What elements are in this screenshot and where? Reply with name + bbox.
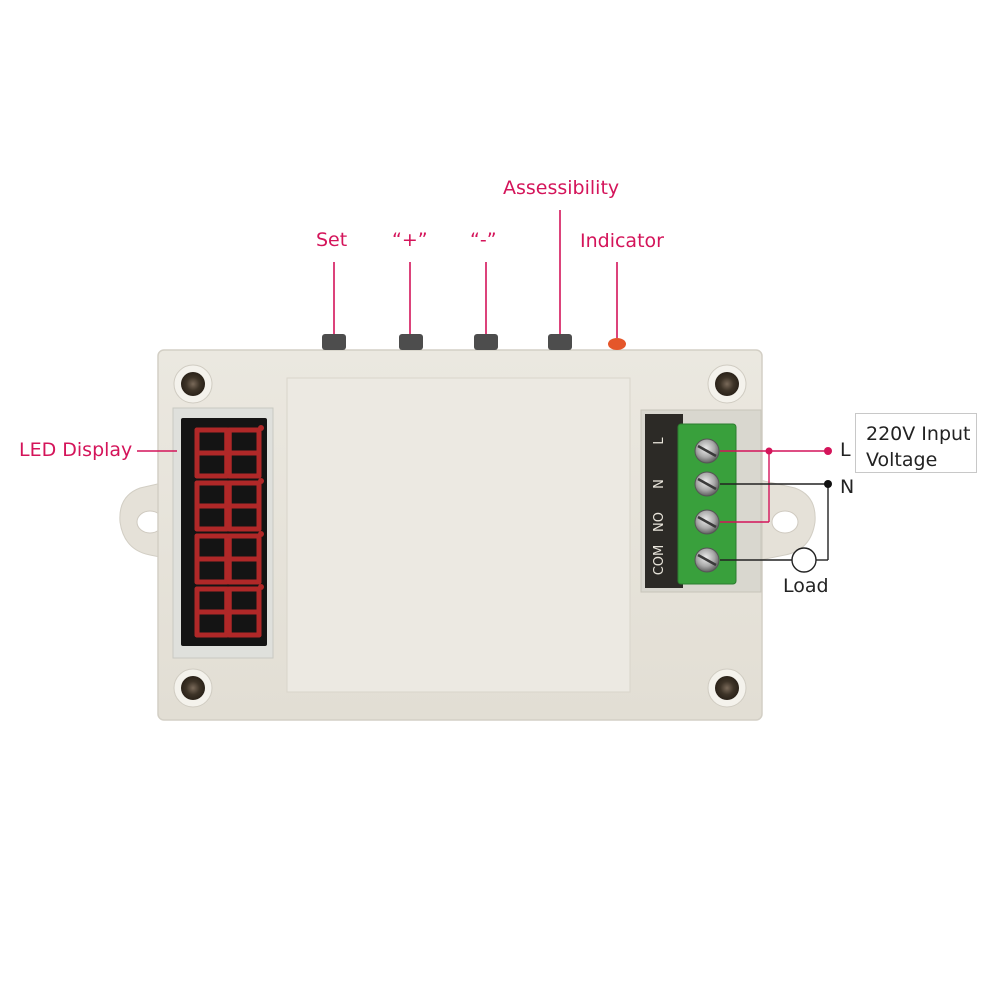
- terminal-marking: L: [652, 437, 667, 445]
- line-L-label: L: [840, 439, 851, 461]
- screw-slot: [697, 444, 717, 458]
- input-voltage-box: 220V Input Voltage: [855, 413, 977, 473]
- set-button[interactable]: [322, 334, 346, 350]
- led-decimal-point: [258, 584, 264, 590]
- terminal-recess: [645, 414, 683, 588]
- plus-label: “+”: [392, 229, 428, 251]
- indicator-led: [608, 338, 626, 350]
- indicator-label: Indicator: [580, 230, 664, 252]
- load-label: Load: [783, 575, 829, 597]
- led-display-label: LED Display: [19, 439, 133, 461]
- terminal-marking: COM: [652, 545, 667, 576]
- load-symbol: [791, 547, 817, 573]
- wiring: [720, 450, 829, 561]
- led-digit: [194, 478, 264, 532]
- line-N-node: [824, 480, 832, 488]
- screw-slot: [697, 515, 717, 529]
- callout-leaders: [137, 210, 618, 452]
- right-mounting-ear: [759, 479, 816, 561]
- screw-slot: [697, 553, 717, 567]
- led-decimal-point: [258, 478, 264, 484]
- input-voltage-line1: 220V Input: [866, 423, 971, 445]
- led-digit: [194, 531, 264, 585]
- terminal-block: [677, 423, 737, 585]
- terminal-screws: [694, 438, 720, 573]
- minus-button[interactable]: [474, 334, 498, 350]
- corner-screw-holes: [173, 364, 747, 708]
- minus-label: “-”: [470, 229, 497, 251]
- led-digits: [194, 425, 264, 638]
- input-voltage-line2: Voltage: [866, 449, 938, 471]
- led-decimal-point: [258, 425, 264, 431]
- led-digit: [194, 584, 264, 638]
- line-N-label: N: [840, 476, 855, 498]
- led-decimal-point: [258, 531, 264, 537]
- led-digit: [194, 425, 264, 479]
- plus-button[interactable]: [399, 334, 423, 350]
- screw-slot: [697, 477, 717, 491]
- top-buttons: [322, 334, 626, 350]
- accessibility-button[interactable]: [548, 334, 572, 350]
- accessibility-label: Assessibility: [503, 177, 620, 199]
- terminal-marking: N: [652, 479, 667, 489]
- line-L-node: [824, 447, 832, 455]
- line-L-junction: [765, 447, 773, 455]
- set-label: Set: [316, 229, 348, 251]
- terminal-marking: NO: [652, 512, 667, 532]
- terminal-markings: L N NO COM: [652, 437, 667, 576]
- enclosure-lid-panel: [286, 377, 631, 693]
